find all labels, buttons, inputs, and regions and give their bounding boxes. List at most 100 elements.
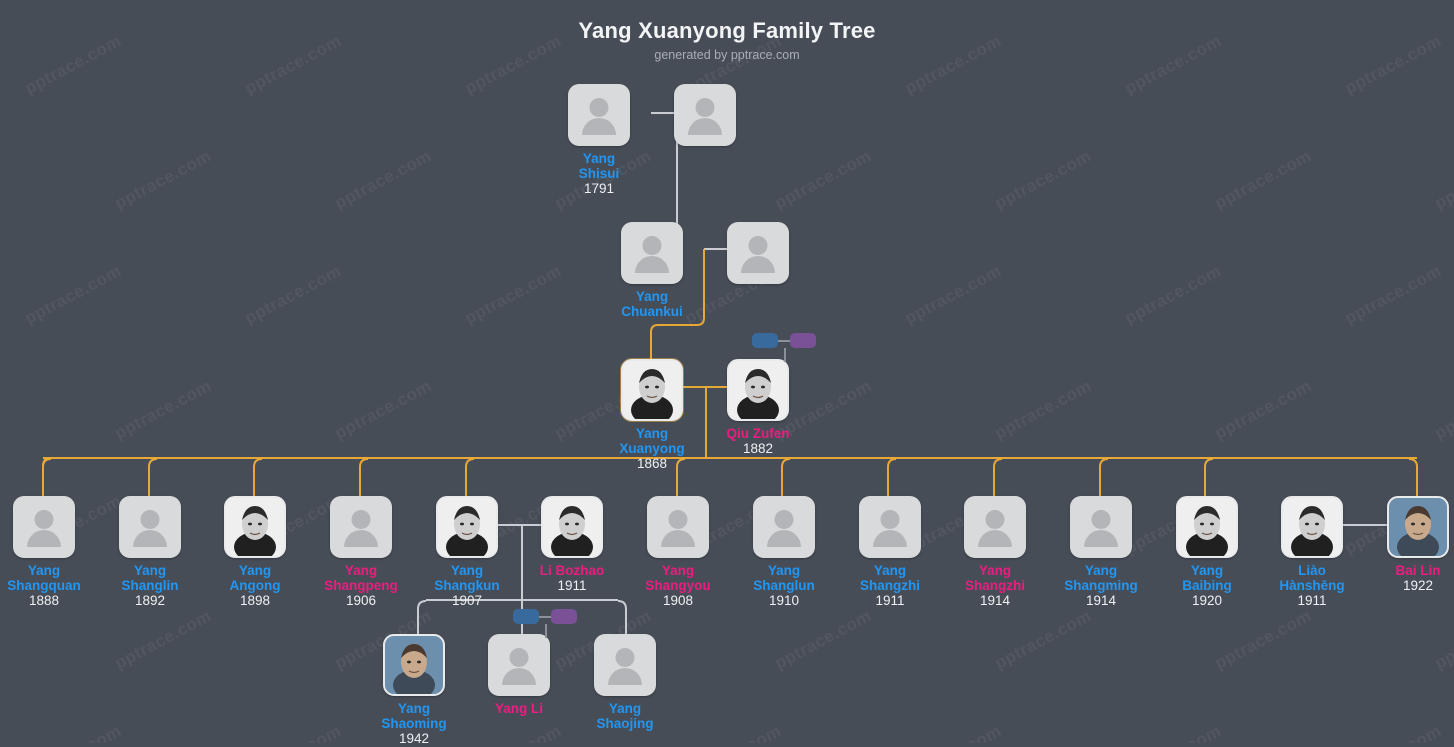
- person-avatar-placeholder[interactable]: [964, 496, 1026, 558]
- person-avatar-placeholder[interactable]: [119, 496, 181, 558]
- person-name: Yang: [873, 563, 907, 578]
- person-name-line2: Shanglun: [753, 578, 815, 593]
- person-birth-year: 1907: [451, 593, 483, 608]
- person-avatar-placeholder[interactable]: [568, 84, 630, 146]
- person-name: Yang: [27, 563, 61, 578]
- person-name: Yang: [450, 563, 484, 578]
- person-name: Yang: [635, 289, 669, 304]
- person-birth-year: 1898: [239, 593, 271, 608]
- person-name: Yang: [344, 563, 378, 578]
- avatar-body-icon: [344, 530, 378, 547]
- person-name: Yang: [582, 151, 616, 166]
- badge-blue[interactable]: [513, 609, 539, 624]
- badge-purple[interactable]: [551, 609, 577, 624]
- badge-purple[interactable]: [790, 333, 816, 348]
- person-node[interactable]: Yang Li: [444, 634, 594, 716]
- person-photo[interactable]: [436, 496, 498, 558]
- person-node[interactable]: [683, 222, 833, 284]
- person-avatar-placeholder[interactable]: [621, 222, 683, 284]
- person-avatar-placeholder[interactable]: [13, 496, 75, 558]
- person-avatar-placeholder[interactable]: [647, 496, 709, 558]
- person-name: Yang: [608, 701, 642, 716]
- person-photo[interactable]: [621, 359, 683, 421]
- avatar-body-icon: [27, 530, 61, 547]
- avatar-body-icon: [688, 118, 722, 135]
- badge-blue[interactable]: [752, 333, 778, 348]
- badge-link-line: [778, 340, 790, 342]
- avatar-body-icon: [133, 530, 167, 547]
- person-birth-year: 1911: [557, 578, 587, 593]
- person-photo[interactable]: [727, 359, 789, 421]
- person-name: Qiu Zufen: [726, 426, 790, 441]
- person-avatar-placeholder[interactable]: [330, 496, 392, 558]
- person-avatar-placeholder[interactable]: [753, 496, 815, 558]
- person-birth-year: 1914: [1085, 593, 1117, 608]
- person-birth-year: 1908: [662, 593, 694, 608]
- avatar-head-icon: [1091, 510, 1111, 529]
- person-birth-year: 1922: [1402, 578, 1434, 593]
- avatar-body-icon: [767, 530, 801, 547]
- person-name-line2: Baibing: [1182, 578, 1232, 593]
- person-avatar-placeholder[interactable]: [674, 84, 736, 146]
- person-avatar-placeholder[interactable]: [594, 634, 656, 696]
- person-photo[interactable]: [541, 496, 603, 558]
- person-name-line2: Chuankui: [621, 304, 683, 319]
- person-birth-year: 1942: [398, 731, 430, 746]
- avatar-head-icon: [589, 98, 609, 117]
- person-photo[interactable]: [224, 496, 286, 558]
- avatar-head-icon: [985, 510, 1005, 529]
- person-avatar-placeholder[interactable]: [859, 496, 921, 558]
- avatar-body-icon: [1084, 530, 1118, 547]
- person-birth-year: 1920: [1191, 593, 1223, 608]
- avatar-head-icon: [642, 236, 662, 255]
- avatar-body-icon: [582, 118, 616, 135]
- person-name-line2: Shanglin: [121, 578, 179, 593]
- person-birth-year: 1911: [1297, 593, 1327, 608]
- avatar-head-icon: [34, 510, 54, 529]
- avatar-head-icon: [774, 510, 794, 529]
- person-birth-year: 1892: [134, 593, 166, 608]
- person-name: Yang: [397, 701, 431, 716]
- person-photo[interactable]: [1176, 496, 1238, 558]
- person-name-line2: Shangzhi: [860, 578, 920, 593]
- person-name: Liào: [1298, 563, 1326, 578]
- person-photo[interactable]: [1387, 496, 1449, 558]
- person-node[interactable]: [630, 84, 780, 146]
- person-photo[interactable]: [1281, 496, 1343, 558]
- person-name: Yang: [1190, 563, 1224, 578]
- person-avatar-placeholder[interactable]: [727, 222, 789, 284]
- person-name: Yang: [1084, 563, 1118, 578]
- relationship-badge-group[interactable]: [752, 333, 822, 362]
- person-name-line2: Shangming: [1064, 578, 1138, 593]
- person-name: Yang: [978, 563, 1012, 578]
- person-name-line2: Shangkun: [434, 578, 500, 593]
- relationship-badge-group[interactable]: [513, 609, 583, 638]
- person-photo[interactable]: [383, 634, 445, 696]
- avatar-head-icon: [509, 648, 529, 667]
- person-avatar-placeholder[interactable]: [488, 634, 550, 696]
- person-avatar-placeholder[interactable]: [1070, 496, 1132, 558]
- avatar-body-icon: [608, 668, 642, 685]
- header: Yang Xuanyong Family Tree generated by p…: [0, 18, 1454, 62]
